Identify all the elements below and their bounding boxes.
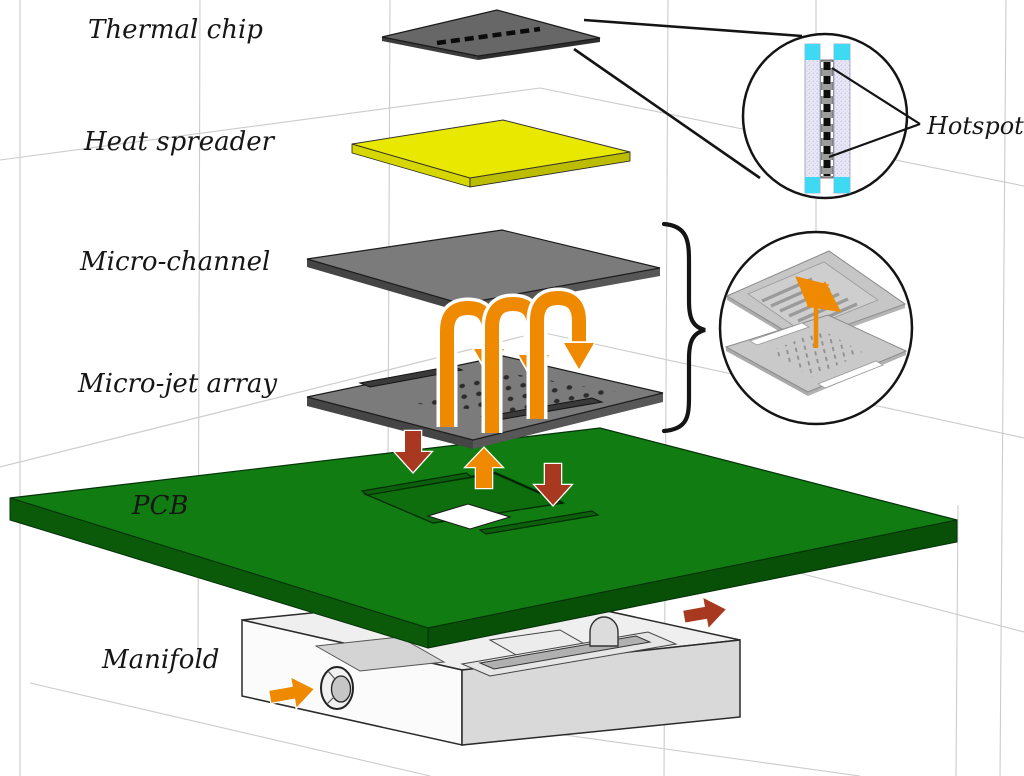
labels: Thermal chip Heat spreader Micro-channel… bbox=[77, 15, 1024, 675]
thermal-chip-top bbox=[381, 9, 601, 57]
label-heat-spreader: Heat spreader bbox=[83, 127, 276, 157]
inset-flow-arrow bbox=[795, 276, 842, 348]
chip-hotspot-dashes bbox=[436, 26, 541, 46]
label-micro-jet-array: Micro-jet array bbox=[77, 369, 277, 399]
inset-microjet-plate bbox=[724, 314, 908, 396]
pcb-flow-arrows bbox=[392, 429, 574, 507]
inlet-arrow bbox=[267, 675, 316, 711]
outlet-arrow bbox=[681, 595, 728, 631]
label-thermal-chip: Thermal chip bbox=[88, 15, 263, 45]
label-pcb: PCB bbox=[131, 491, 189, 521]
pcb-layer bbox=[9, 427, 958, 649]
cyan-pad-icon bbox=[834, 177, 850, 193]
cyan-pad-icon bbox=[805, 177, 820, 193]
label-micro-channel: Micro-channel bbox=[79, 247, 270, 277]
zoom-callout-lines bbox=[573, 18, 803, 180]
coolant-down-arrow-2 bbox=[532, 462, 574, 507]
coolant-tube bbox=[589, 616, 619, 647]
heat-spreader-layer bbox=[351, 119, 631, 188]
cyan-pad-icon bbox=[834, 44, 850, 60]
hotspot-inset bbox=[741, 32, 921, 200]
pcb-jet-opening bbox=[426, 503, 512, 530]
thermal-chip-layer bbox=[381, 9, 601, 60]
pcb-slot-left bbox=[360, 472, 474, 496]
coolant-up-arrow bbox=[462, 446, 506, 490]
channel-jet-inset bbox=[718, 230, 914, 426]
coolant-down-arrow-1 bbox=[392, 429, 434, 474]
label-manifold: Manifold bbox=[101, 645, 219, 675]
chip-die-strip-left bbox=[804, 43, 821, 194]
jet-flow-arrows bbox=[436, 287, 598, 433]
chip-die-strip-right bbox=[833, 43, 851, 194]
jet-arch-arrow-3 bbox=[530, 290, 586, 419]
hotspot-pointer-lines bbox=[828, 67, 921, 159]
label-hotspot: Hotspot bbox=[926, 112, 1024, 140]
callout-line-top bbox=[583, 18, 803, 38]
jet-orifice-array bbox=[410, 371, 616, 415]
pcb-slot-right bbox=[478, 510, 600, 535]
jet-pillar-array bbox=[768, 330, 864, 377]
manifold-left-recess bbox=[314, 636, 446, 672]
heat-spreader-top bbox=[351, 119, 631, 179]
inset-brace bbox=[661, 221, 706, 434]
micro-channel-top bbox=[306, 229, 661, 305]
callout-line-bottom bbox=[573, 47, 761, 180]
cyan-pad-icon bbox=[805, 44, 820, 60]
